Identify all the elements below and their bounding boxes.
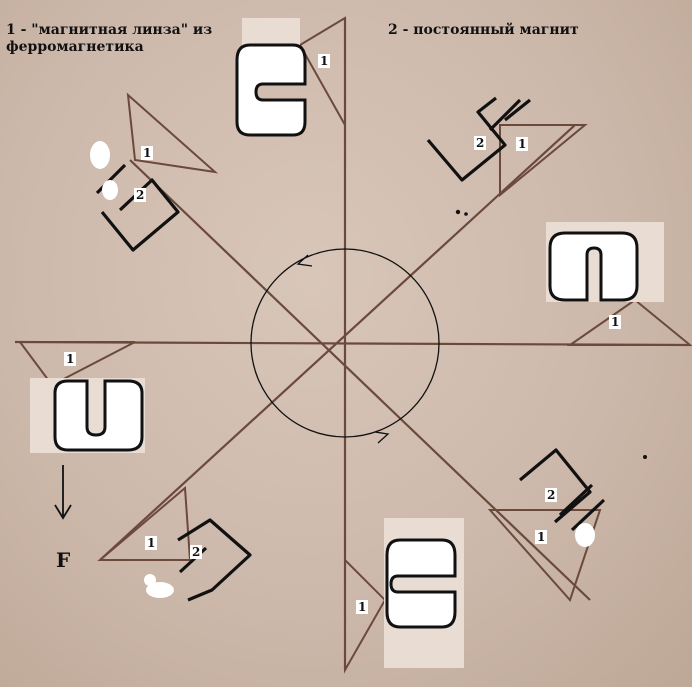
magnet-bottom-right: [518, 448, 592, 524]
legend-item-magnet: 2 - постоянный магнит: [388, 22, 579, 38]
lens-triangle-top-right: [499, 124, 588, 198]
magnet-label-bottom-left: 2: [190, 545, 203, 559]
lens-triangle-top-left: [126, 92, 219, 174]
rotation-circle: [250, 248, 440, 438]
lens-bar-bottom-right-2: [570, 498, 606, 532]
lens-label-top: 1: [318, 54, 331, 68]
rotation-arrow-top: [296, 254, 313, 267]
lens-triangles: [18, 16, 692, 674]
lens-triangle-bottom-left: [97, 485, 192, 561]
lens-triangle-bottom-right: [487, 509, 602, 602]
lens-triangle-right: [566, 298, 692, 346]
lens-label-left: 1: [64, 352, 77, 366]
diagonal-line-main: [129, 159, 591, 601]
magnet-label-bottom-right: 2: [545, 488, 558, 502]
rotation-arrow-bottom: [374, 431, 390, 444]
lens-label-top-left: 1: [141, 146, 154, 160]
lens-bar-top-right: [488, 98, 522, 132]
magnet-label-top-right: 2: [474, 136, 487, 150]
lens-triangle-top: [298, 16, 346, 129]
magnet-left: [53, 379, 144, 452]
lens-triangle-left: [18, 341, 136, 387]
magnet-right: [548, 231, 639, 302]
magnet-top-right: [426, 96, 507, 182]
lens-label-right: 1: [609, 315, 622, 329]
lens-triangle-bottom: [344, 557, 387, 674]
magnet-bottom-left: [177, 518, 252, 602]
lens-bar-bottom-right: [558, 483, 594, 517]
lens-bar-top-right-2: [504, 98, 531, 122]
diagonal-line-secondary: [99, 124, 576, 561]
force-arrow: [54, 465, 72, 520]
lens-label-bottom-right: 1: [535, 530, 548, 544]
ink-dots: [455, 209, 647, 459]
magnet-top: [235, 43, 307, 137]
lens-label-top-right: 1: [516, 137, 529, 151]
force-label: F: [56, 548, 71, 572]
magnet-bottom: [385, 538, 457, 629]
lens-bar-top-left: [95, 163, 127, 195]
diagonal-magnets: [95, 96, 606, 602]
lens-label-bottom-left: 1: [145, 536, 158, 550]
white-blotches: [90, 141, 595, 598]
legend-item-lens: 1 - "магнитная линза" из ферромагнетика: [6, 22, 213, 55]
lens-label-bottom: 1: [356, 600, 369, 614]
large-magnets: [53, 43, 639, 629]
magnet-label-top-left: 2: [134, 188, 147, 202]
